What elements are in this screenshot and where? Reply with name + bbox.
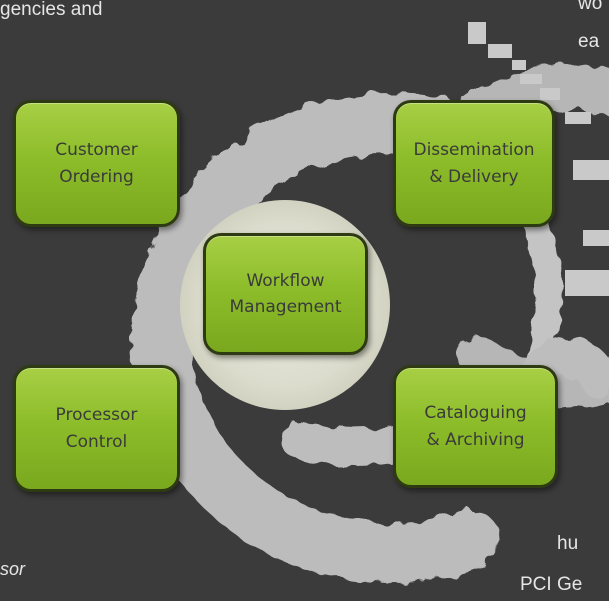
workflow-management-line2: Management <box>229 297 342 317</box>
processor-control-line2: Control <box>65 431 128 452</box>
dissemination-delivery-line1: Dissemination <box>413 140 535 161</box>
background-text-top-right-1: wo <box>578 0 603 14</box>
customer-ordering-box: Customer Ordering <box>13 100 180 227</box>
background-text-bottom-right-2: PCI Ge <box>520 574 583 595</box>
background-text-bottom-right-1: hu <box>557 533 579 554</box>
customer-ordering-line1: Customer <box>55 140 138 161</box>
cataloguing-archiving-line1: Cataloguing <box>424 403 527 424</box>
customer-ordering-line2: Ordering <box>59 166 134 187</box>
processor-control-line1: Processor <box>55 405 138 426</box>
cataloguing-archiving-box: Cataloguing & Archiving <box>393 365 558 488</box>
background-text-top-left: gencies and <box>0 0 103 20</box>
processor-control-box: Processor Control <box>13 365 180 492</box>
dissemination-delivery-line2: & Delivery <box>429 166 519 187</box>
cataloguing-archiving-line2: & Archiving <box>426 429 525 450</box>
background-text-top-right-2: ea <box>578 31 600 52</box>
background-text-bottom-left: sor <box>0 559 26 579</box>
workflow-management-line1: Workflow <box>246 270 325 291</box>
dissemination-delivery-box: Dissemination & Delivery <box>393 100 555 227</box>
workflow-management-box: Workflow Management <box>203 233 368 355</box>
